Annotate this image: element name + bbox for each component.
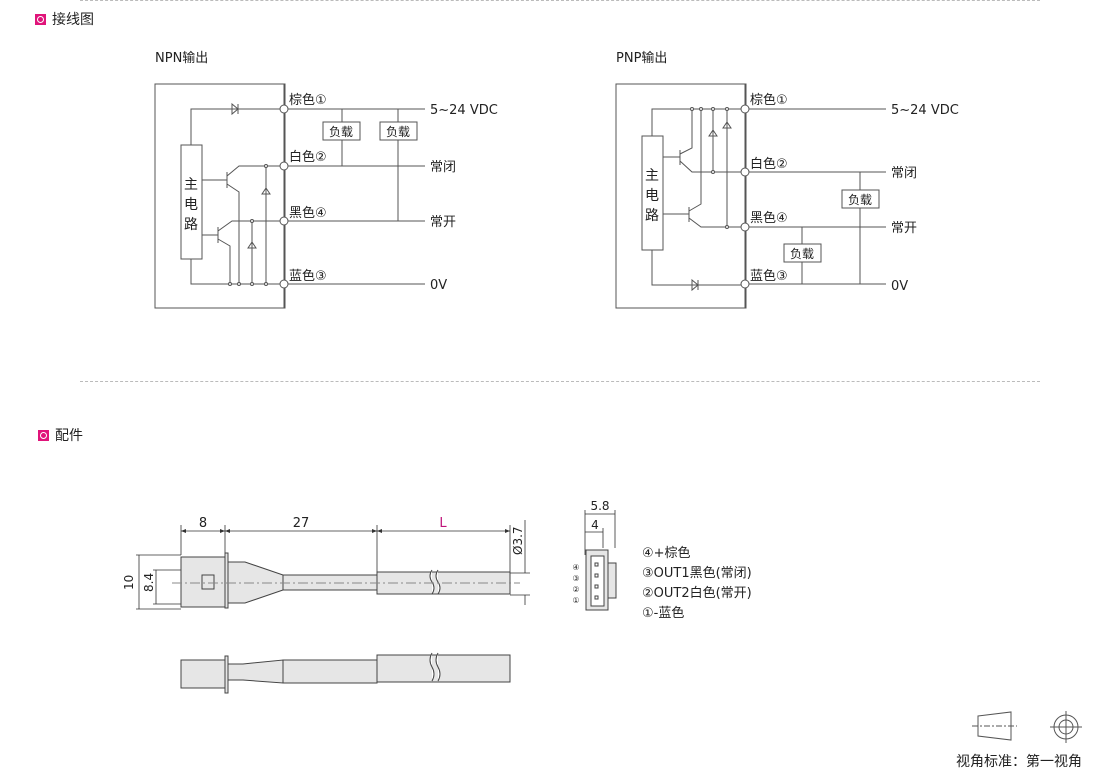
dim-27: 27	[293, 516, 310, 531]
divider-middle	[80, 381, 1040, 382]
pnp-wire-label: 棕色①	[750, 92, 788, 108]
npn-load-box: 负载	[386, 125, 410, 139]
npn-diode-icon	[231, 102, 239, 116]
pnp-wire-label: 蓝色③	[750, 268, 788, 284]
pnp-wiring-diagram: PNP输出 主 电 路 负载 负载 棕色① 白色② 黑色④ 蓝色③ 5~24 V…	[615, 50, 959, 309]
section-title: 配件	[55, 427, 83, 443]
npn-wire-label: 棕色①	[289, 92, 327, 108]
cable-drawing-top: 8 27 L Ø3.7 10 8.4	[122, 516, 530, 610]
npn-main-circuit-label: 主	[184, 177, 198, 193]
projection-label: 视角标准：第一视角	[956, 753, 1082, 770]
dim-10: 10	[122, 575, 136, 590]
npn-main-circuit-label: 电	[184, 197, 198, 213]
pnp-main-circuit-label: 路	[645, 208, 659, 224]
connector-end-view: 5.8 4 ④ ③ ② ① ④+棕色 ③OUT1黑色(常闭) ②OUT2白色(常…	[572, 499, 751, 621]
dim-8: 8	[199, 516, 207, 531]
npn-output-label: 常开	[430, 215, 456, 230]
dim-diameter: Ø3.7	[511, 526, 525, 555]
npn-output-label: 0V	[430, 278, 447, 293]
pin-label: ②	[572, 585, 579, 594]
dim-5-8: 5.8	[590, 499, 609, 513]
pnp-title: PNP输出	[616, 50, 667, 66]
section-accessories-header: 配件	[38, 425, 83, 445]
npn-load-box: 负载	[329, 125, 353, 139]
npn-wiring-diagram: NPN输出 主 电 路 负载 负载 棕色① 白色② 黑色④ 蓝色③ 5~24 V…	[154, 50, 498, 309]
npn-main-circuit-label: 路	[184, 217, 198, 233]
dim-4: 4	[591, 518, 599, 532]
npn-title: NPN输出	[155, 50, 208, 66]
npn-wire-label: 黑色④	[289, 205, 327, 221]
section-title: 接线图	[52, 11, 94, 27]
first-angle-projection-icon: 视角标准：第一视角	[956, 711, 1082, 770]
pnp-output-label: 常开	[891, 221, 917, 236]
pin-legend-item: ④+棕色	[642, 545, 691, 561]
pnp-diode-icon	[691, 278, 699, 292]
section-bullet-icon	[38, 429, 49, 441]
dim-8-4: 8.4	[142, 573, 156, 592]
pnp-output-label: 0V	[891, 279, 908, 294]
pin-label: ①	[572, 596, 579, 605]
pin-label: ③	[572, 574, 579, 583]
pin-legend-item: ②OUT2白色(常开)	[642, 585, 752, 601]
npn-wire-label: 白色②	[289, 149, 327, 165]
pnp-load-box: 负载	[848, 193, 872, 207]
pnp-wire-label: 黑色④	[750, 210, 788, 226]
npn-output-label: 5~24 VDC	[430, 103, 498, 118]
pnp-output-label: 5~24 VDC	[891, 103, 959, 118]
pin-legend-item: ①-蓝色	[642, 605, 684, 621]
divider-top	[80, 0, 1040, 1]
pin-legend-item: ③OUT1黑色(常闭)	[642, 565, 752, 581]
pnp-wire-label: 白色②	[750, 156, 788, 172]
pin-label: ④	[572, 563, 579, 572]
section-wiring-header: 接线图	[35, 9, 94, 29]
pnp-main-circuit-label: 主	[645, 168, 659, 184]
section-bullet-icon	[35, 13, 46, 25]
pnp-main-circuit-label: 电	[645, 188, 659, 204]
npn-wire-label: 蓝色③	[289, 268, 327, 284]
pnp-output-label: 常闭	[891, 166, 917, 181]
npn-output-label: 常闭	[430, 160, 456, 175]
pnp-load-box: 负载	[790, 247, 814, 261]
dim-L: L	[439, 516, 447, 531]
cable-drawing-side	[180, 652, 511, 694]
